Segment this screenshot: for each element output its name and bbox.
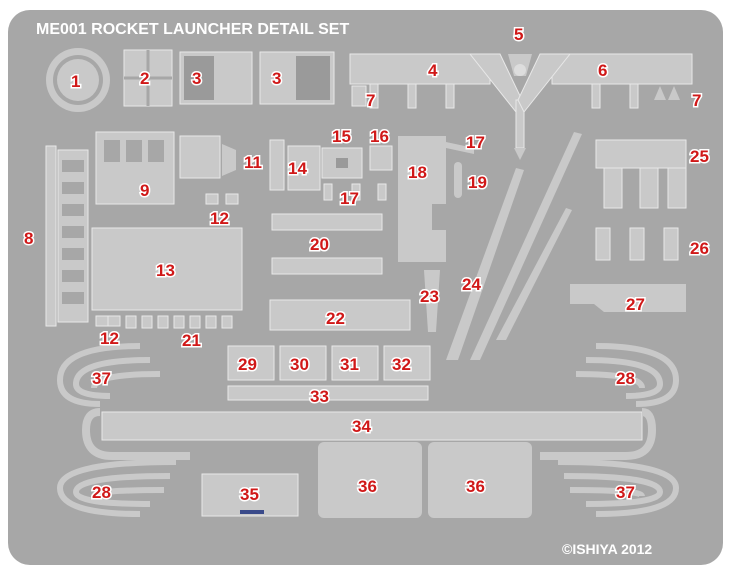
- part-17-center: [323, 183, 387, 201]
- part-7-right: [654, 86, 680, 100]
- part-16: [369, 145, 393, 171]
- part-19: [454, 162, 462, 198]
- label-36b: 36: [466, 477, 485, 496]
- label-23: 23: [420, 287, 439, 306]
- label-4: 4: [428, 61, 438, 80]
- sheet-title: ME001 ROCKET LAUNCHER DETAIL SET: [36, 21, 349, 38]
- part-15: [321, 147, 363, 179]
- part-26: [595, 227, 679, 261]
- label-3b: 3: [272, 69, 281, 88]
- part-27: [570, 284, 686, 312]
- label-30: 30: [290, 355, 309, 374]
- part-11: [179, 135, 236, 179]
- part-9: [95, 131, 175, 205]
- part-28-right-top: [575, 343, 680, 407]
- part-2: [123, 49, 173, 107]
- part-3b: [259, 51, 335, 105]
- part-8-ladder: [45, 145, 89, 327]
- label-12b: 12: [100, 329, 119, 348]
- label-8: 8: [24, 229, 33, 248]
- part-24: [446, 132, 582, 360]
- label-28a: 28: [616, 369, 635, 388]
- label-11: 11: [244, 153, 262, 172]
- label-29: 29: [238, 355, 257, 374]
- label-28b: 28: [92, 483, 111, 502]
- label-37a: 37: [92, 369, 111, 388]
- label-27: 27: [626, 295, 645, 314]
- label-3a: 3: [192, 69, 201, 88]
- part-35: [201, 473, 299, 517]
- copyright-text: ©ISHIYA 2012: [562, 541, 652, 557]
- label-2: 2: [140, 69, 149, 88]
- label-19: 19: [468, 173, 487, 192]
- label-21: 21: [182, 331, 201, 350]
- part-4: [349, 53, 523, 113]
- part-18: [398, 136, 446, 262]
- label-17b: 17: [466, 133, 485, 152]
- part-23: [424, 270, 440, 332]
- label-5: 5: [514, 25, 523, 44]
- part-34-bar: [101, 411, 643, 441]
- label-18: 18: [408, 163, 427, 182]
- label-20: 20: [310, 235, 329, 254]
- part-3a: [179, 51, 253, 105]
- label-26: 26: [690, 239, 709, 258]
- part-33: [227, 385, 429, 401]
- label-16: 16: [370, 127, 389, 146]
- label-12a: 12: [210, 209, 229, 228]
- label-24: 24: [462, 275, 481, 294]
- label-31: 31: [340, 355, 359, 374]
- part-20: [271, 213, 383, 275]
- part-37-right-bottom: [557, 459, 680, 517]
- parts-29-32-strip: [227, 345, 431, 381]
- label-7b: 7: [692, 91, 701, 110]
- label-34: 34: [352, 417, 371, 436]
- label-7a: 7: [366, 91, 375, 110]
- label-35: 35: [240, 485, 259, 504]
- part-37-left-top: [56, 343, 161, 407]
- part-5: [508, 54, 532, 160]
- part-25: [595, 139, 687, 209]
- part-13-plate: [91, 227, 243, 311]
- label-36a: 36: [358, 477, 377, 496]
- lower-frame-loops: [81, 408, 657, 460]
- part-36b: [428, 442, 532, 518]
- label-6: 6: [598, 61, 607, 80]
- part-12-bottom: [95, 315, 121, 327]
- part-22: [269, 299, 411, 331]
- part-28-left-bottom: [56, 459, 177, 517]
- label-32: 32: [392, 355, 411, 374]
- label-1: 1: [71, 72, 80, 91]
- label-22: 22: [326, 309, 345, 328]
- part-7-left: [351, 85, 367, 107]
- part-1-ring: [46, 48, 110, 112]
- part-14: [269, 139, 321, 191]
- label-15: 15: [332, 127, 351, 146]
- label-14: 14: [288, 159, 307, 178]
- label-13: 13: [156, 261, 175, 280]
- label-25: 25: [690, 147, 709, 166]
- part-12-top: [205, 193, 239, 205]
- label-9: 9: [140, 181, 149, 200]
- part-6: [517, 53, 693, 113]
- part-number-labels: 1 2 3 3 4 5 6 7 7 8 9 11 12 12 13 14 15 …: [23, 24, 711, 506]
- label-33: 33: [310, 387, 329, 406]
- part-36a: [318, 442, 422, 518]
- part-17-right: [446, 142, 474, 154]
- label-17a: 17: [340, 189, 359, 208]
- label-37b: 37: [616, 483, 635, 502]
- part-21: [125, 315, 233, 329]
